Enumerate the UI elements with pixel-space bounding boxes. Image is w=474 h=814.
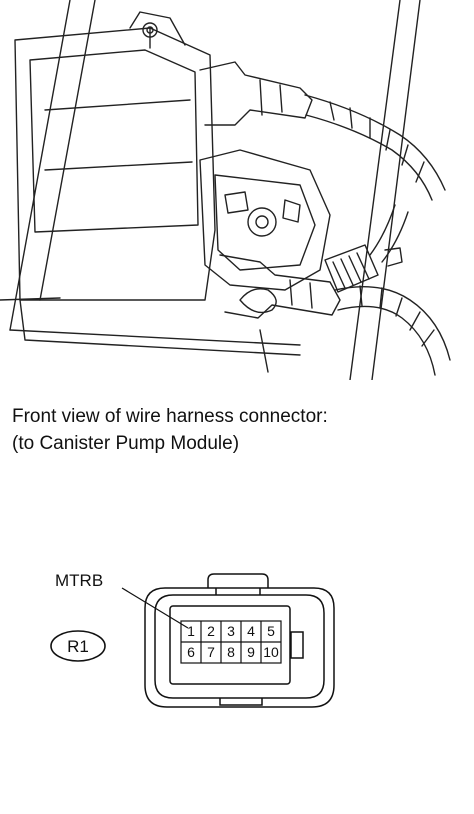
connector-code: R1 [67, 637, 89, 656]
pin-7: 7 [207, 644, 215, 660]
pin-8: 8 [227, 644, 235, 660]
pin-6: 6 [187, 644, 195, 660]
pin-2: 2 [207, 623, 215, 639]
connector-housing [144, 573, 335, 708]
pin-1: 1 [187, 623, 195, 639]
terminal-pin-grid [180, 620, 282, 664]
pin-3: 3 [227, 623, 235, 639]
caption-line-2: (to Canister Pump Module) [12, 433, 240, 454]
caption-line-1: Front view of wire harness connector: [12, 406, 328, 427]
pin-9: 9 [247, 644, 255, 660]
connector-code-badge: R1 [50, 630, 106, 662]
terminal-label-mtrb: MTRB [55, 571, 103, 590]
pin-4: 4 [247, 623, 255, 639]
canister-pump-module-illustration [0, 0, 451, 380]
pin-10: 10 [263, 644, 279, 660]
pin-5: 5 [267, 623, 275, 639]
